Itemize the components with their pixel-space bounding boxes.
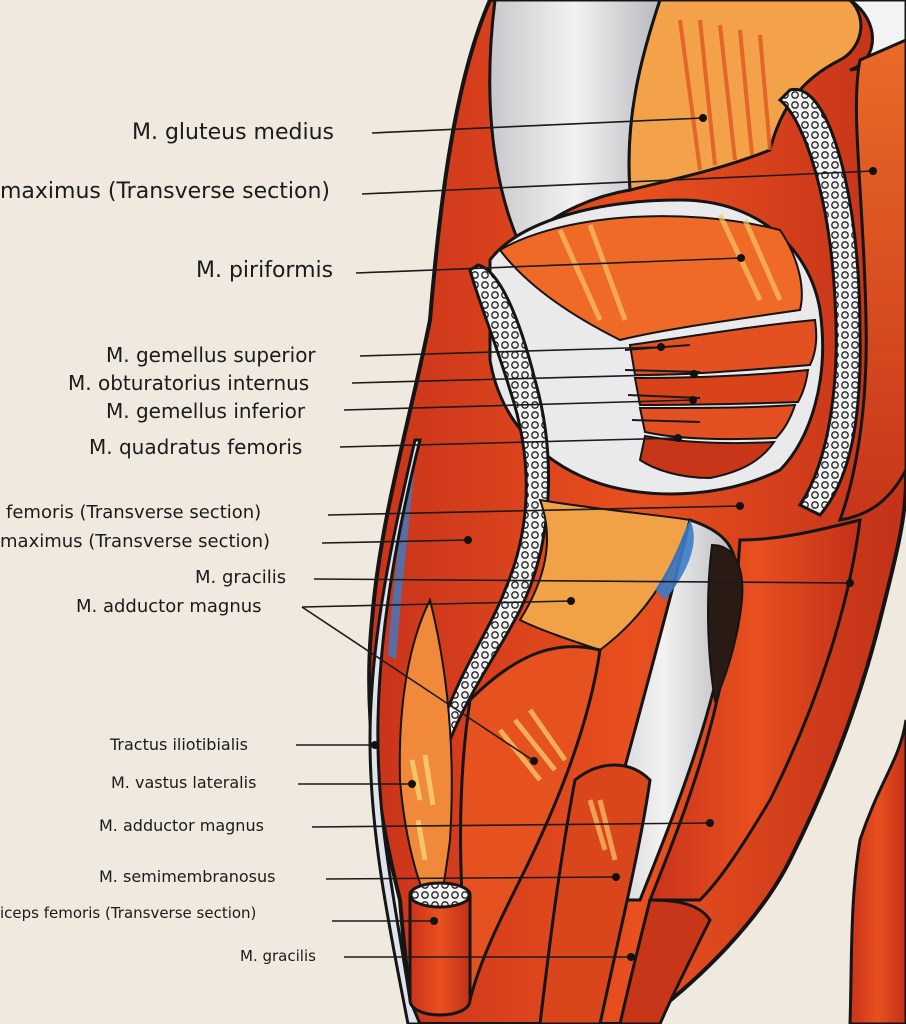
leader-gemellus-inferior bbox=[343, 399, 694, 411]
biceps-femoris-section-cap bbox=[408, 881, 472, 909]
leader-gluteus-medius bbox=[371, 117, 704, 134]
leader-dot bbox=[612, 873, 620, 881]
leader-adductor-2 bbox=[311, 822, 711, 828]
leader-dot bbox=[627, 953, 635, 961]
leader-adductor-1b bbox=[301, 606, 535, 762]
leader-dot bbox=[464, 536, 472, 544]
leader-dot bbox=[657, 343, 665, 351]
leader-gluteus-maximus-1 bbox=[361, 170, 874, 195]
piriformis-muscle bbox=[498, 215, 803, 342]
right-leg-edge bbox=[848, 719, 906, 1024]
leader-dot bbox=[869, 167, 877, 175]
leader-dot bbox=[737, 254, 745, 262]
leader-dot bbox=[408, 780, 416, 788]
semimembranosus-highlights bbox=[587, 799, 618, 861]
adductor-magnus-upper bbox=[518, 498, 692, 652]
leader-obturatorius bbox=[351, 373, 695, 384]
leader-dot bbox=[674, 434, 682, 442]
leader-lines bbox=[296, 117, 874, 958]
gemellus-inferior-muscle bbox=[638, 403, 797, 441]
label-gracilis-2: M. gracilis bbox=[240, 947, 316, 965]
leader-dot bbox=[846, 579, 854, 587]
gracilis-muscle-lower bbox=[618, 898, 712, 1024]
label-gluteus-medius: M. gluteus medius bbox=[132, 120, 334, 145]
leader-piriformis bbox=[355, 257, 742, 274]
leader-dot bbox=[567, 597, 575, 605]
label-obturatorius-internus: M. obturatorius internus bbox=[68, 371, 310, 395]
gracilis-muscle-upper bbox=[647, 518, 862, 902]
leader-dot bbox=[530, 757, 538, 765]
label-vastus-lateralis: M. vastus lateralis bbox=[111, 773, 257, 792]
semitendinosus-dark bbox=[707, 543, 744, 704]
label-biceps-femoris-section: iceps femoris (Transverse section) bbox=[0, 904, 257, 922]
leader-dot bbox=[689, 396, 697, 404]
leader-dot bbox=[690, 370, 698, 378]
label-gemellus-inferior: M. gemellus inferior bbox=[106, 399, 306, 423]
semimembranosus-muscle bbox=[538, 763, 652, 1024]
gluteus-medius-striations bbox=[678, 19, 772, 171]
label-adductor-magnus-2: M. adductor magnus bbox=[99, 816, 264, 835]
blue-vessel bbox=[655, 520, 694, 600]
leader-dot bbox=[430, 917, 438, 925]
label-gemellus-superior: M. gemellus superior bbox=[106, 343, 316, 367]
leader-gluteus-maximus-2 bbox=[321, 539, 469, 544]
leader-femoris-section bbox=[327, 505, 741, 516]
label-tractus-iliotibialis: Tractus iliotibialis bbox=[110, 735, 248, 754]
leader-dots bbox=[371, 114, 877, 961]
label-quadratus-femoris: M. quadratus femoris bbox=[89, 435, 303, 459]
leader-quadratus bbox=[339, 437, 679, 448]
blue-vessel-left bbox=[388, 460, 415, 660]
label-femoris-section: femoris (Transverse section) bbox=[6, 502, 262, 523]
leader-dot bbox=[736, 502, 744, 510]
label-piriformis: M. piriformis bbox=[196, 258, 334, 283]
adductor-highlights bbox=[498, 708, 568, 782]
gluteus-maximus-outer bbox=[837, 38, 906, 522]
leader-gracilis-1 bbox=[313, 578, 851, 584]
label-gluteus-maximus-section-2: maximus (Transverse section) bbox=[0, 531, 270, 552]
leader-dot bbox=[371, 741, 379, 749]
gluteus-maximus-section-band bbox=[777, 88, 862, 517]
quadratus-femoris-muscle bbox=[638, 434, 777, 480]
label-adductor-magnus-1: M. adductor magnus bbox=[76, 596, 262, 617]
leader-dot bbox=[699, 114, 707, 122]
leader-dot bbox=[706, 819, 714, 827]
leader-adductor-1a bbox=[301, 600, 572, 608]
leader-semimembranosus bbox=[325, 876, 617, 880]
label-gracilis-1: M. gracilis bbox=[195, 567, 287, 588]
label-semimembranosus: M. semimembranosus bbox=[99, 867, 276, 886]
leader-gemellus-superior bbox=[359, 346, 662, 357]
label-gluteus-maximus-section-1: maximus (Transverse section) bbox=[0, 179, 330, 204]
piriformis-highlights bbox=[557, 213, 783, 322]
